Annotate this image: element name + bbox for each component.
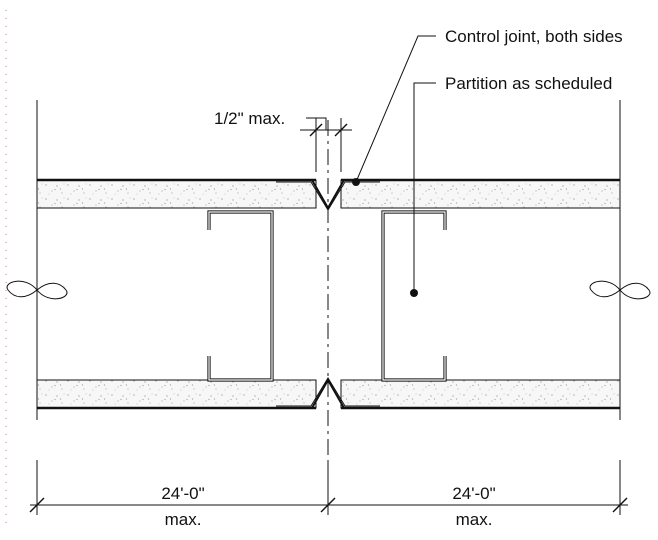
right-dimension-value: 24'-0" — [452, 484, 495, 503]
left-dimension-value: 24'-0" — [161, 484, 204, 503]
break-symbol-left — [6, 280, 68, 300]
right-metal-stud — [381, 210, 447, 382]
break-symbol-right — [589, 280, 651, 300]
bottom-gypsum-board — [36, 379, 621, 410]
gap-dimension — [300, 117, 352, 172]
top-gypsum-board — [36, 178, 621, 209]
partition-leader — [410, 82, 436, 297]
left-dimension-qualifier: max. — [165, 510, 202, 529]
overall-dimension-line — [29, 497, 628, 513]
left-metal-stud — [207, 210, 274, 382]
control-joint-bottom — [276, 377, 380, 409]
control-joint-label: Control joint, both sides — [445, 27, 623, 46]
right-dimension-qualifier: max. — [456, 510, 493, 529]
partition-label: Partition as scheduled — [445, 74, 612, 93]
extent-lines — [36, 100, 621, 515]
gap-label: 1/2" max. — [214, 109, 285, 128]
control-joint-leader — [352, 35, 436, 186]
